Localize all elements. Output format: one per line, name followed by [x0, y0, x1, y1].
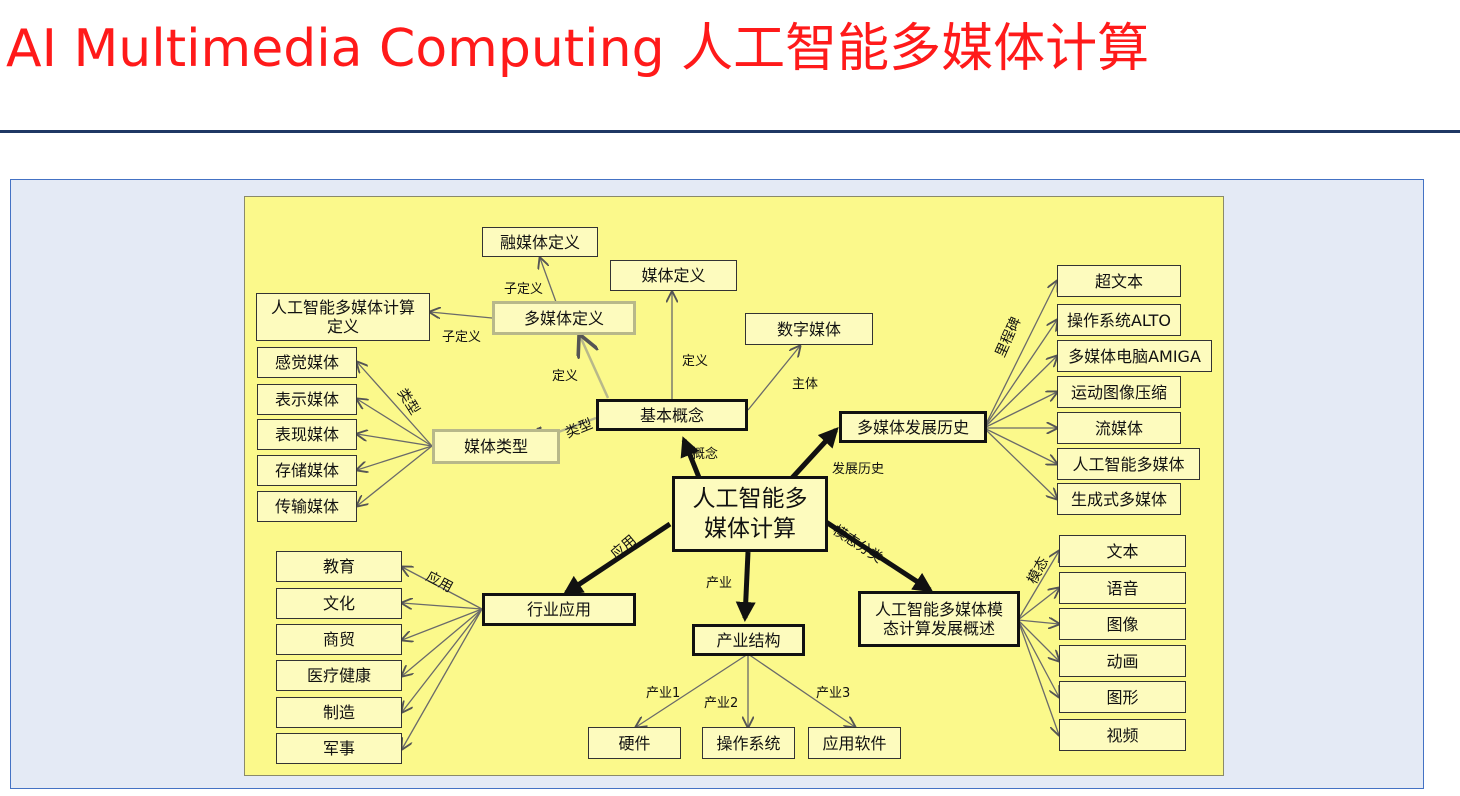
edge-label-industry-3: 产业3	[816, 686, 851, 701]
slide-title: AI Multimedia Computing 人工智能多媒体计算	[6, 19, 1150, 79]
modality-item[interactable]: 视频	[1059, 719, 1186, 751]
node-industry-structure[interactable]: 产业结构	[692, 624, 805, 656]
application-item[interactable]: 军事	[276, 733, 402, 764]
modality-item[interactable]: 图形	[1059, 681, 1186, 713]
node-digital-media[interactable]: 数字媒体	[745, 313, 873, 345]
media-type-item[interactable]: 感觉媒体	[257, 347, 357, 378]
industry-item[interactable]: 操作系统	[702, 727, 795, 759]
history-item[interactable]: 多媒体电脑AMIGA	[1057, 340, 1212, 372]
history-item[interactable]: 操作系统ALTO	[1057, 304, 1181, 336]
modality-item[interactable]: 动画	[1059, 645, 1186, 677]
modality-item[interactable]: 文本	[1059, 535, 1186, 567]
node-multimedia-definition[interactable]: 多媒体定义	[492, 301, 636, 335]
node-modality-overview[interactable]: 人工智能多媒体模态计算发展概述	[858, 591, 1020, 647]
history-item[interactable]: 超文本	[1057, 265, 1181, 297]
media-type-item[interactable]: 表现媒体	[257, 419, 357, 450]
application-item[interactable]: 商贸	[276, 624, 402, 655]
edge-label-definition: 定义	[552, 369, 579, 384]
edge-root-application	[562, 521, 672, 596]
node-multimedia-history[interactable]: 多媒体发展历史	[839, 411, 987, 443]
application-item[interactable]: 医疗健康	[276, 660, 402, 691]
history-item[interactable]: 生成式多媒体	[1057, 483, 1181, 515]
application-item[interactable]: 制造	[276, 697, 402, 728]
node-industry-application[interactable]: 行业应用	[482, 593, 636, 626]
edge-root-basic	[680, 436, 703, 481]
edge-mm-aidef	[430, 312, 493, 318]
industry-item[interactable]: 硬件	[588, 727, 681, 759]
edge-root-history	[790, 427, 839, 480]
edge-root-modality	[824, 519, 934, 593]
node-fusion-media-definition[interactable]: 融媒体定义	[482, 227, 598, 257]
title-divider	[0, 130, 1460, 133]
edge-label-industry-1: 产业1	[646, 686, 681, 701]
industry-item[interactable]: 应用软件	[808, 727, 901, 759]
node-basic-concept[interactable]: 基本概念	[596, 399, 748, 431]
edge-label-definition: 定义	[682, 354, 709, 369]
modality-item[interactable]: 图像	[1059, 608, 1186, 640]
node-ai-multimedia-definition[interactable]: 人工智能多媒体计算定义	[256, 293, 430, 341]
edge-basic-mmdef	[580, 336, 610, 399]
media-type-item[interactable]: 存储媒体	[257, 455, 357, 486]
edge-label-history: 发展历史	[832, 462, 885, 477]
media-type-item[interactable]: 表示媒体	[257, 384, 357, 415]
edge-label-concept: 概念	[692, 447, 719, 462]
edge-label-subdefinition: 子定义	[504, 282, 544, 297]
node-media-types[interactable]: 媒体类型	[432, 429, 560, 464]
history-item[interactable]: 运动图像压缩	[1057, 376, 1181, 408]
edge-label-subdefinition: 子定义	[442, 330, 482, 345]
history-item[interactable]: 人工智能多媒体	[1057, 448, 1200, 480]
modality-item[interactable]: 语音	[1059, 572, 1186, 604]
media-type-item[interactable]: 传输媒体	[257, 491, 357, 522]
edge-root-industry	[735, 551, 756, 622]
edge-basic-digital	[747, 346, 800, 411]
edge-label-industry: 产业	[706, 576, 733, 591]
history-item[interactable]: 流媒体	[1057, 412, 1181, 444]
application-item[interactable]: 文化	[276, 588, 402, 619]
edge-label-subject: 主体	[792, 377, 819, 392]
edge-mm-fusion	[540, 258, 557, 303]
root-node[interactable]: 人工智能多媒体计算	[672, 476, 828, 552]
application-item[interactable]: 教育	[276, 551, 402, 582]
node-media-definition[interactable]: 媒体定义	[610, 260, 737, 291]
edge-label-industry-2: 产业2	[704, 696, 739, 711]
